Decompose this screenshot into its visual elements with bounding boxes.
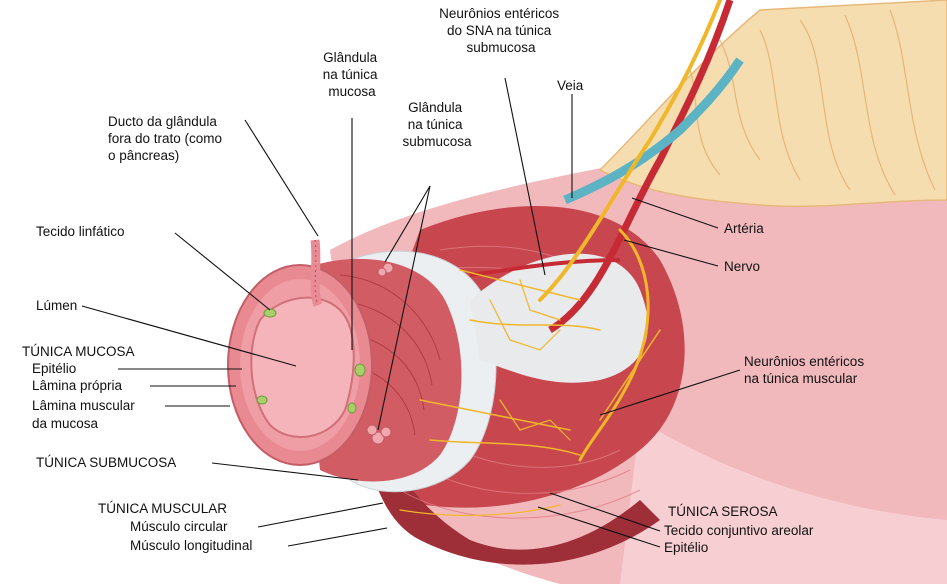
label-lumen: Lúmen xyxy=(36,298,77,313)
label-neuronios-muscular: Neurônios entéricos na túnica muscular xyxy=(744,354,868,386)
label-epitelio-serosa: Epitélio xyxy=(664,540,708,555)
mesentery xyxy=(598,0,947,208)
label-musculo-longitudinal: Músculo longitudinal xyxy=(130,538,252,553)
label-epitelio: Epitélio xyxy=(32,361,76,376)
submucosal-gland xyxy=(366,262,394,445)
mesentery-lobules xyxy=(689,9,936,196)
label-glandula-mucosa: Glândula na túnica mucosa xyxy=(323,50,382,99)
leader-musculo-circular xyxy=(257,502,384,528)
lumen xyxy=(250,296,355,438)
leader-lines xyxy=(81,77,741,548)
label-veia: Veia xyxy=(557,78,584,93)
leader-arteria xyxy=(631,197,719,229)
submucosa-inner-plane xyxy=(470,253,648,383)
label-tunica-serosa: TÚNICA SEROSA xyxy=(668,504,778,519)
artery-branch xyxy=(469,258,621,277)
leader-glandula-submucosa-b xyxy=(377,185,431,431)
label-glandula-submucosa: Glândula na túnica submucosa xyxy=(402,100,472,149)
leader-musculo-longitudinal xyxy=(287,527,388,547)
illustration xyxy=(227,0,947,584)
longitudinal-muscle xyxy=(364,380,660,565)
label-neuronios-sna: Neurônios entéricos do SNA na túnica sub… xyxy=(439,6,563,55)
lymphatic-nodules xyxy=(256,308,366,414)
leader-nervo xyxy=(623,239,719,267)
leader-glandula-submucosa-a xyxy=(384,185,431,263)
leader-epitelio-serosa xyxy=(537,506,661,548)
label-tunica-mucosa: TÚNICA MUCOSA xyxy=(22,344,135,359)
label-tecido-linfatico: Tecido linfático xyxy=(36,224,125,239)
label-musculo-circular: Músculo circular xyxy=(130,519,228,534)
leader-tecido-conjuntivo xyxy=(549,492,661,532)
gland-duct-outline xyxy=(314,239,319,306)
leader-tunica-submucosa xyxy=(211,462,359,481)
leader-lumen xyxy=(81,305,297,367)
nerves xyxy=(399,0,722,517)
label-nervo: Nervo xyxy=(724,259,760,274)
artery xyxy=(548,0,734,333)
leader-neuronios-muscular xyxy=(599,369,741,416)
label-lamina-muscular: Lâmina muscular da mucosa xyxy=(32,398,139,431)
labels: Neurônios entéricos do SNA na túnica sub… xyxy=(22,6,868,555)
label-tunica-muscular: TÚNICA MUSCULAR xyxy=(98,501,227,516)
leader-tecido-linfatico xyxy=(174,232,271,311)
label-tunica-submucosa: TÚNICA SUBMUCOSA xyxy=(36,455,176,470)
label-arteria: Artéria xyxy=(724,221,764,236)
leader-neuronios-sna xyxy=(504,77,546,276)
label-tecido-conjuntivo: Tecido conjuntivo areolar xyxy=(664,523,814,538)
leader-ducto xyxy=(244,119,319,237)
label-lamina-propria: Lâmina própria xyxy=(32,378,123,393)
serosa-highlight xyxy=(620,420,947,584)
vein xyxy=(563,57,744,205)
label-ducto: Ducto da glândula fora do trato (como o … xyxy=(108,114,226,163)
